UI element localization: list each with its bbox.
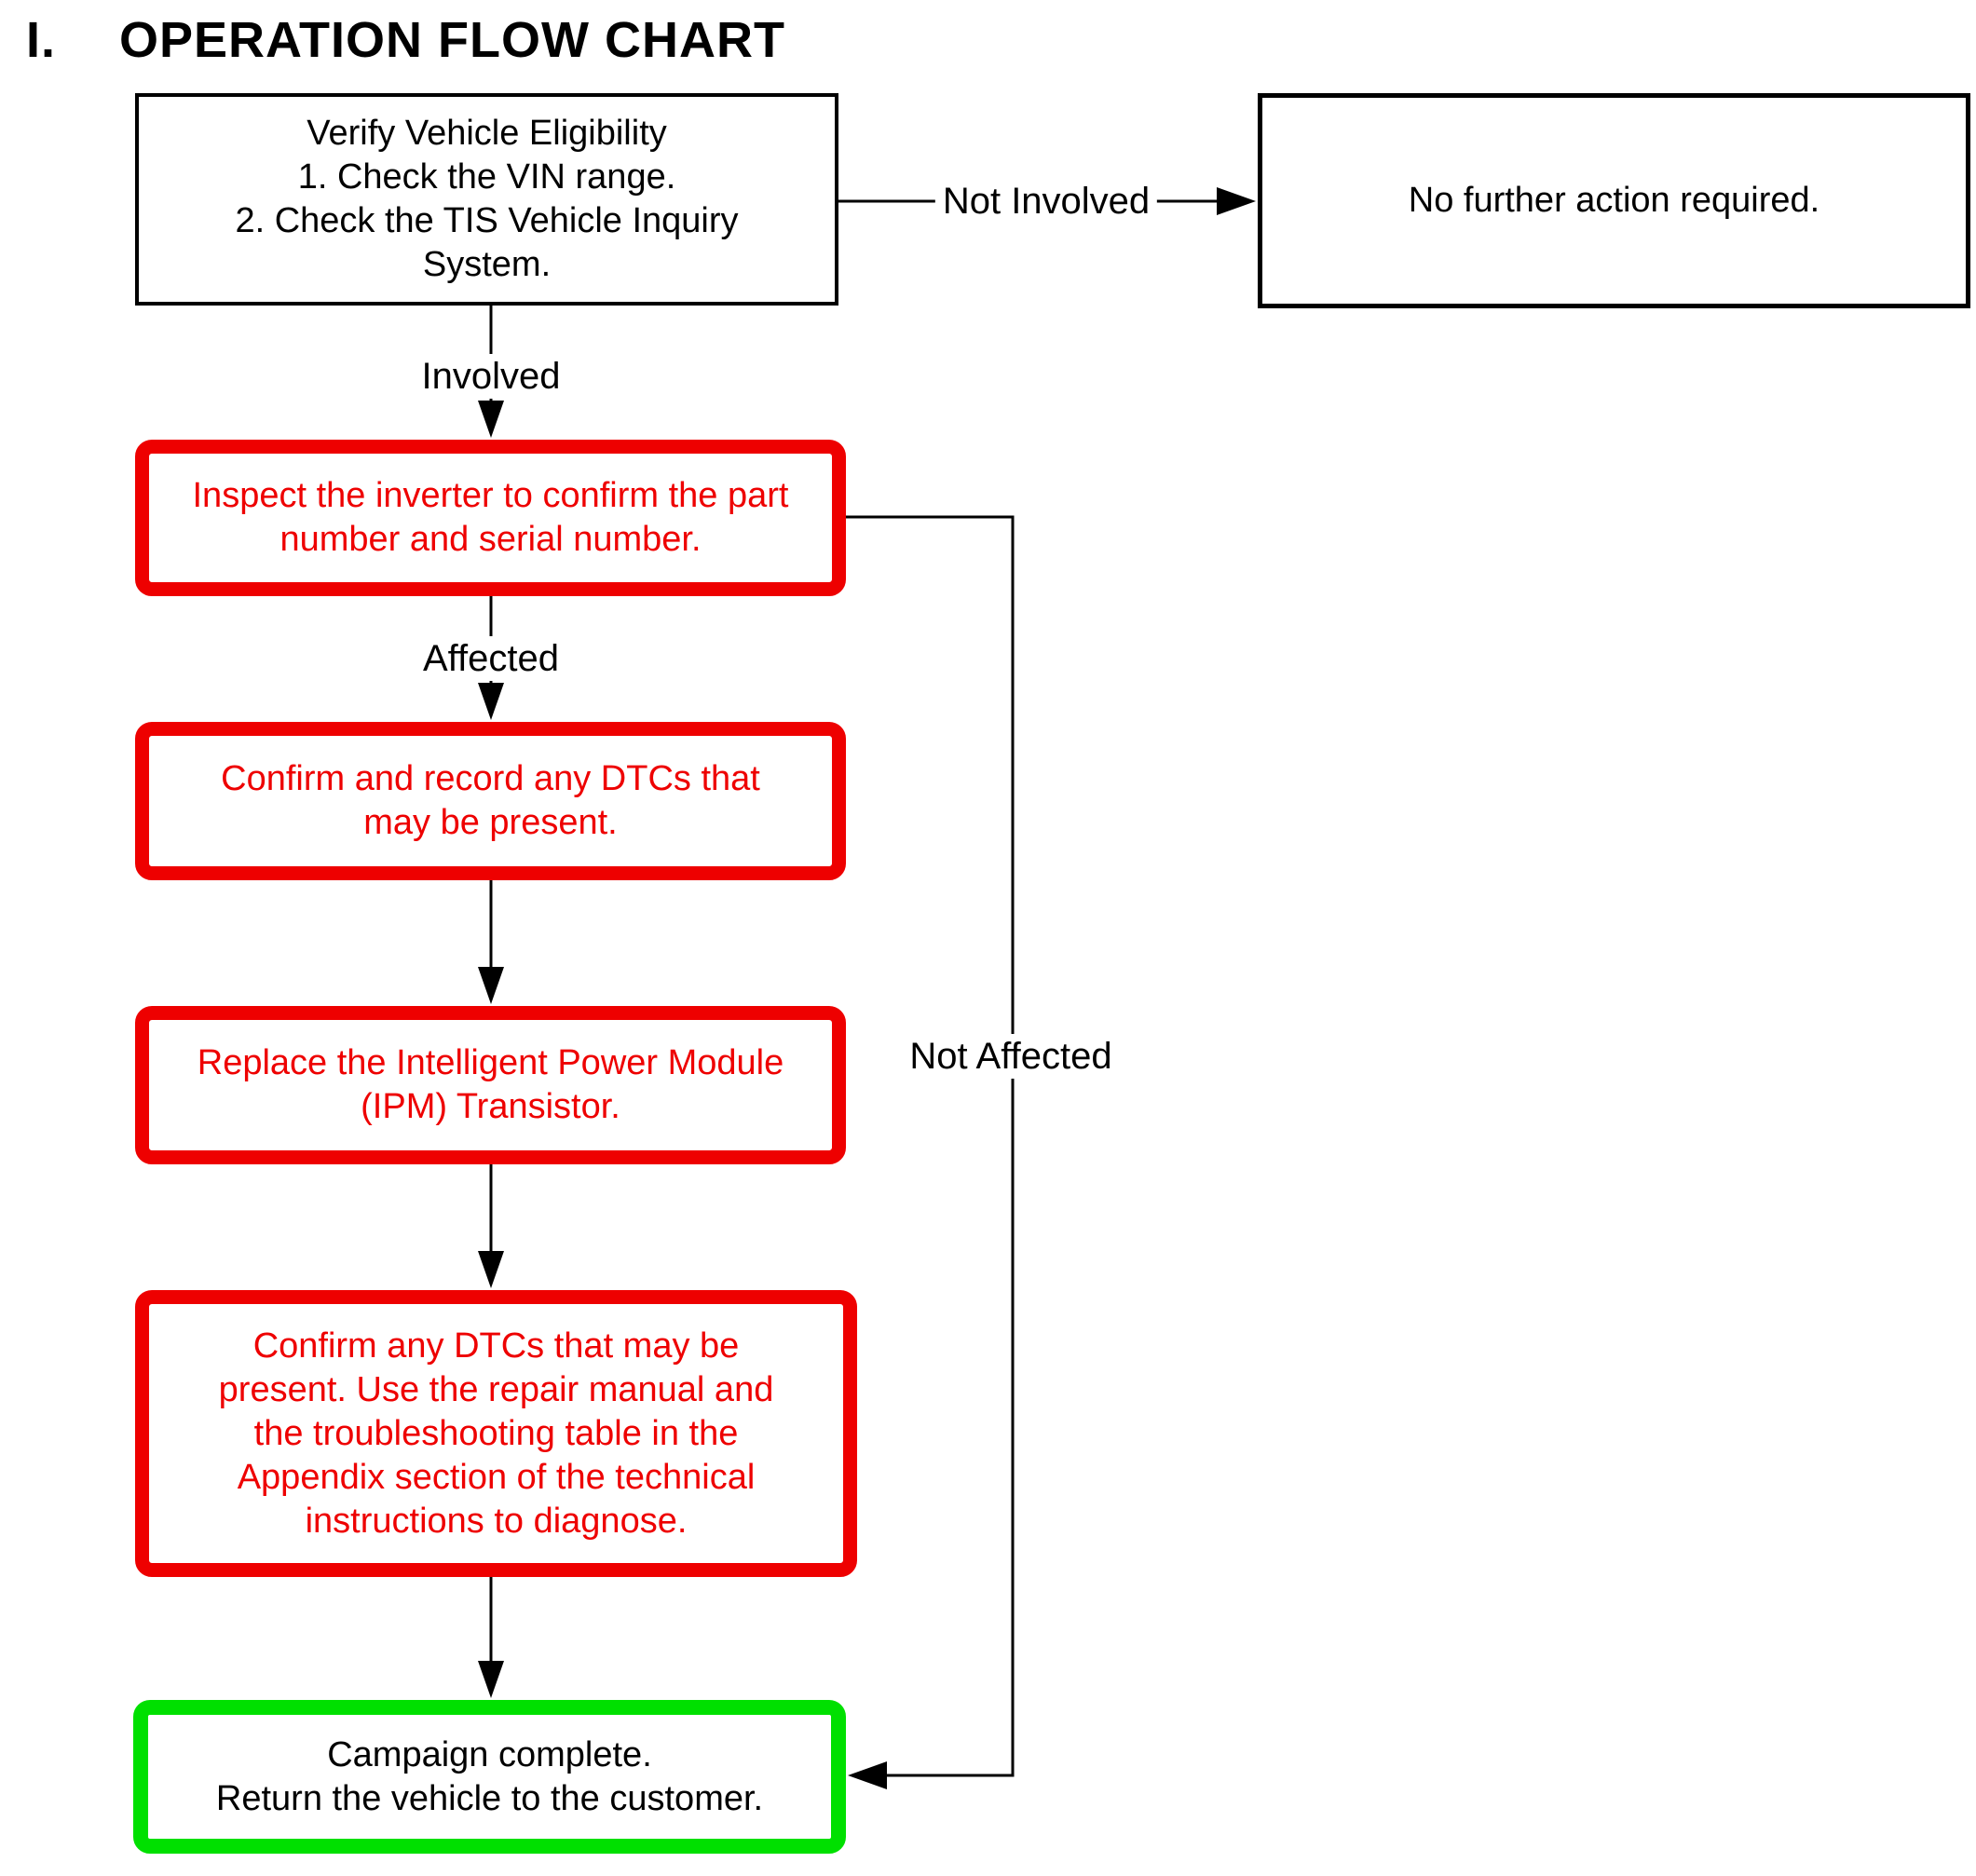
flow-node-replace-ipm-transistor-text: Replace the Intelligent Power Module (IP… xyxy=(197,1043,784,1126)
arrowhead-down-involved xyxy=(478,401,504,438)
edge-label-involved: Involved xyxy=(414,354,568,399)
page-title: OPERATION FLOW CHART xyxy=(119,12,785,68)
arrowhead-right-not-involved xyxy=(1217,187,1256,215)
edge-label-not-involved: Not Involved xyxy=(934,179,1158,224)
flow-node-confirm-record-dtcs: Confirm and record any DTCs that may be … xyxy=(135,722,846,880)
arrowhead-down-diagnose xyxy=(478,1251,504,1288)
flow-node-inspect-inverter: Inspect the inverter to confirm the part… xyxy=(135,440,846,596)
flow-node-confirm-dtcs-diagnose-text: Confirm any DTCs that may be present. Us… xyxy=(218,1325,774,1541)
arrowhead-down-complete xyxy=(478,1661,504,1698)
flow-node-inspect-inverter-text: Inspect the inverter to confirm the part… xyxy=(192,476,789,559)
arrowhead-down-affected xyxy=(478,683,504,720)
flow-node-no-further-action: No further action required. xyxy=(1258,93,1970,308)
arrowhead-left-not-affected xyxy=(848,1761,887,1789)
edge-label-not-affected: Not Affected xyxy=(902,1034,1120,1079)
flow-node-verify-eligibility: Verify Vehicle Eligibility 1. Check the … xyxy=(135,93,838,306)
flow-node-confirm-record-dtcs-text: Confirm and record any DTCs that may be … xyxy=(221,759,760,842)
flow-node-replace-ipm-transistor: Replace the Intelligent Power Module (IP… xyxy=(135,1006,846,1164)
flow-node-campaign-complete: Campaign complete. Return the vehicle to… xyxy=(133,1700,846,1854)
flow-node-campaign-complete-text: Campaign complete. Return the vehicle to… xyxy=(215,1734,764,1818)
arrowhead-down-replace xyxy=(478,967,504,1004)
flow-node-no-further-action-text: No further action required. xyxy=(1408,181,1820,220)
edge-label-affected: Affected xyxy=(415,636,567,681)
section-header: I. OPERATION FLOW CHART xyxy=(0,11,1976,68)
flow-node-verify-eligibility-text: Verify Vehicle Eligibility 1. Check the … xyxy=(235,114,739,284)
flow-node-confirm-dtcs-diagnose: Confirm any DTCs that may be present. Us… xyxy=(135,1290,857,1577)
section-numeral: I. xyxy=(26,12,57,68)
edge-not-affected-line xyxy=(846,515,1015,1777)
